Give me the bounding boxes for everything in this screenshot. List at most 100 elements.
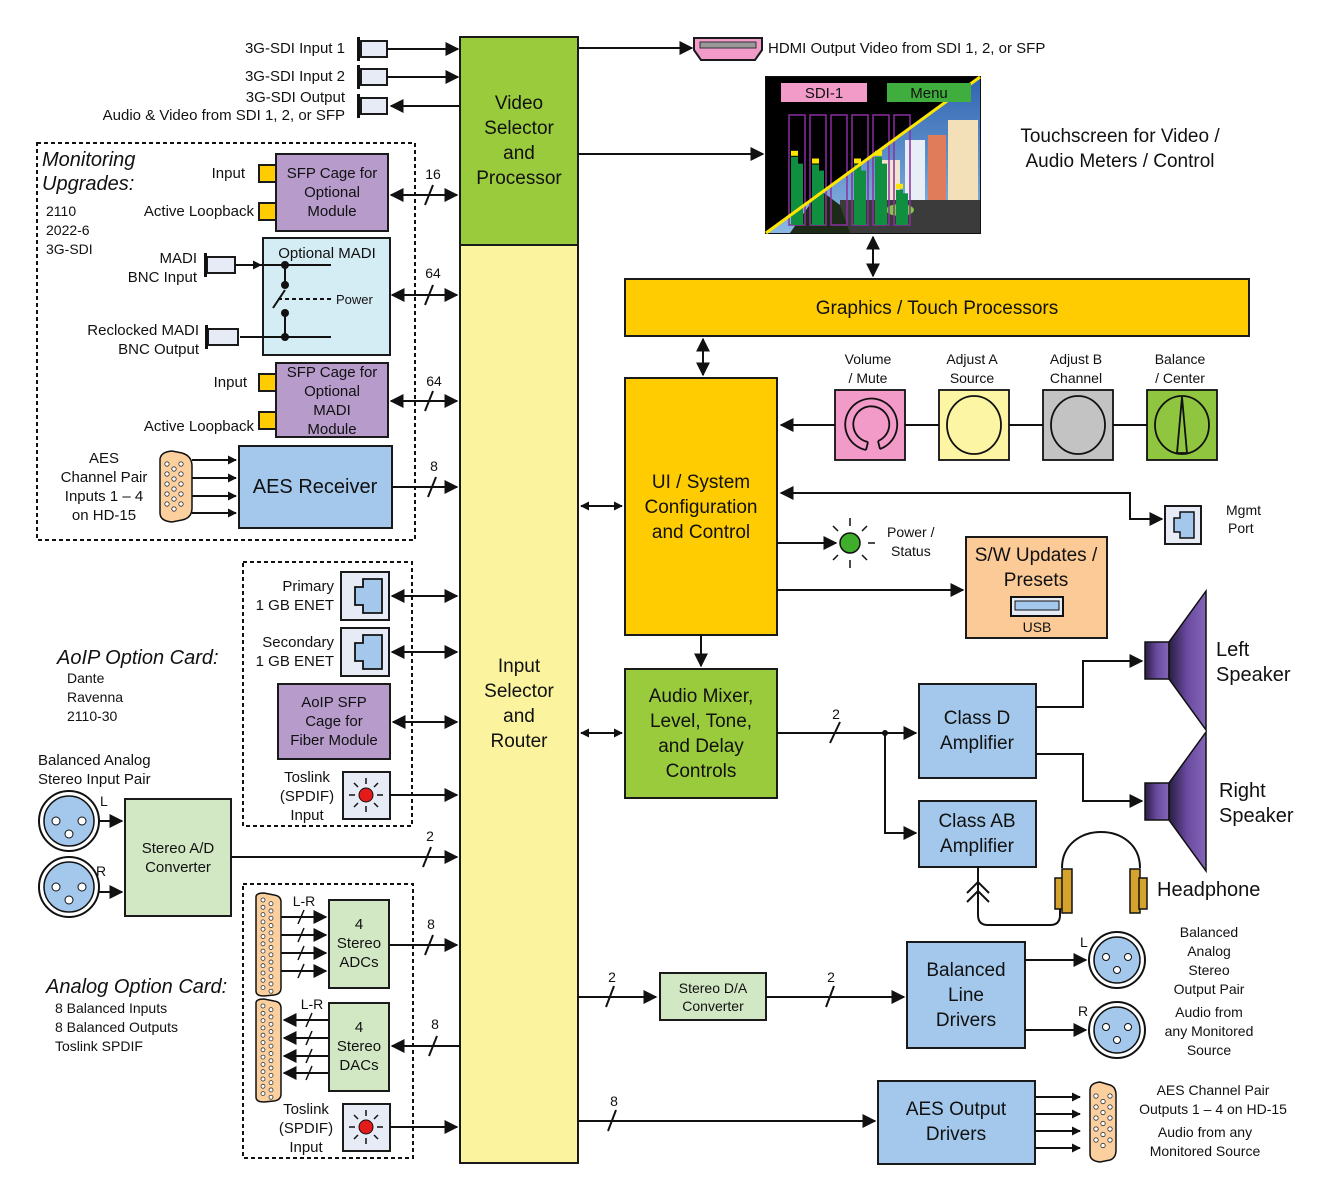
menu-button[interactable] [887, 83, 971, 102]
dac-label-3: DACs [339, 1057, 378, 1074]
control-label-1: Adjust A [946, 351, 998, 367]
aoip-toslink-optical-icon[interactable] [342, 771, 391, 820]
madi-power-label: Power [336, 292, 374, 307]
sw-updates-block [965, 536, 1108, 639]
stereo-da-converter-block [659, 972, 767, 1021]
mixer-bus-width: 2 [832, 706, 840, 722]
svg-text:Input: Input [498, 656, 541, 677]
pin [268, 915, 274, 921]
meter-level-bar [875, 156, 882, 225]
pin [1107, 1104, 1113, 1110]
control-label-2: Source [950, 370, 995, 386]
secondary-enet-label-2: 1 GB ENET [256, 653, 334, 670]
pin [260, 1062, 266, 1067]
control-knobs: Volume/ Mute Adjust A Source Adjust BChanne… [834, 351, 1218, 461]
sfp1-label-2: Optional [304, 184, 360, 201]
audio-mixer-label-4: Controls [666, 761, 737, 782]
monitoring-title-2: Upgrades: [42, 173, 134, 195]
sfp2-loopback-port[interactable] [258, 411, 278, 430]
pin [1107, 1137, 1113, 1143]
madi-bnc-output-icon[interactable] [205, 325, 239, 349]
pin [268, 966, 274, 972]
control-balance-knob[interactable]: Balance/ Center [1146, 351, 1218, 461]
pin [268, 1029, 274, 1034]
pin [171, 506, 177, 512]
sdi-1-button[interactable] [781, 83, 867, 102]
secondary-ethernet-port-icon[interactable] [340, 627, 390, 677]
sw-updates-label-1: S/W Updates / [975, 545, 1098, 566]
analog-item-inputs: 8 Balanced Inputs [55, 1000, 167, 1016]
mgmt-port-icon[interactable] [1164, 505, 1202, 545]
pin [260, 941, 266, 947]
dac-label-1: 4 [355, 1019, 363, 1036]
primary-ethernet-port-icon[interactable] [340, 571, 390, 621]
sfp2-input-port[interactable] [258, 373, 278, 392]
pin [268, 937, 274, 943]
svg-text:Output Pair: Output Pair [1174, 981, 1245, 997]
stereo-da-label-1: Stereo D/A [679, 980, 748, 996]
pin [1107, 1126, 1113, 1132]
pin [268, 1036, 274, 1042]
aes-output-drivers-block [877, 1080, 1036, 1165]
mgmt-port-label-2: Port [1228, 520, 1254, 536]
svg-text:Source: Source [1187, 1042, 1232, 1058]
control-volume-knob[interactable]: Volume/ Mute [834, 351, 906, 461]
xlr-output-l-icon[interactable] [1088, 931, 1146, 989]
pin [268, 1043, 274, 1049]
format-2022-6: 2022-6 [46, 222, 90, 238]
hd15-output-connector-icon[interactable] [1089, 1081, 1117, 1163]
svg-text:AES Channel Pair: AES Channel Pair [1157, 1082, 1270, 1098]
adc-label-3: ADCs [339, 954, 378, 971]
analog-item-toslink: Toslink SPDIF [55, 1038, 143, 1054]
sfp1-input-port[interactable] [258, 164, 278, 183]
da-out-bus-width: 2 [827, 969, 835, 985]
sdi-input-2: 3G-SDI Input 2 [245, 65, 460, 89]
analog-toslink-optical-icon[interactable] [342, 1103, 391, 1152]
usb-port-icon[interactable] [1010, 596, 1064, 617]
svg-text:and: and [503, 706, 535, 727]
graphics-touch-processors-block [624, 278, 1250, 337]
sfp2-label-1: SFP Cage for [287, 364, 378, 381]
pin [171, 466, 177, 472]
line-drivers-label-3: Drivers [936, 1010, 996, 1031]
db25-output-connector-icon[interactable] [255, 998, 282, 1103]
analog-card-box [242, 883, 414, 1159]
aes-output-description: AES Channel Pair Outputs 1 – 4 on HD-15 … [1139, 1082, 1287, 1159]
pin [178, 491, 184, 497]
balance-knob-icon [1154, 395, 1210, 455]
hdmi-connector-icon [693, 37, 763, 61]
xlr-input-l-icon[interactable] [38, 790, 100, 852]
sfp1-loopback-port[interactable] [258, 202, 278, 221]
format-2110: 2110 [46, 203, 76, 219]
svg-text:Router: Router [490, 731, 548, 752]
madi-in-label-2: BNC Input [128, 269, 198, 286]
aes-output-label-2: Drivers [926, 1124, 986, 1145]
xlr-output-r-icon[interactable] [1088, 1001, 1146, 1059]
analog-toslink-label-2: (SPDIF) [279, 1120, 333, 1137]
db25-input-connector-icon[interactable] [255, 892, 282, 997]
sdi-input-2-label: 3G-SDI Input 2 [245, 68, 345, 85]
power-status-label-2: Status [891, 543, 931, 559]
xlr-input-r-icon[interactable] [38, 856, 100, 918]
meter-level-bar [812, 164, 819, 225]
svg-text:Monitored Source: Monitored Source [1150, 1143, 1261, 1159]
madi-out-label-2: BNC Output [118, 341, 200, 358]
pin [260, 985, 266, 990]
hd15-input-connector-icon[interactable] [159, 450, 193, 523]
video-selector-label: Video Selector and Processor [476, 93, 562, 189]
stereo-da-label-2: Converter [682, 998, 744, 1014]
ui-system-label-1: UI / System [652, 472, 750, 493]
pin [178, 501, 184, 507]
pin [260, 897, 266, 903]
aoip-sfp-label-2: Cage for [305, 713, 363, 730]
svg-text:Audio from any: Audio from any [1158, 1124, 1252, 1140]
madi-bnc-input-icon[interactable] [204, 253, 236, 277]
touchscreen: SDI-1 Menu [765, 75, 981, 235]
class-ab-label-1: Class AB [938, 811, 1015, 832]
pin [1093, 1093, 1099, 1099]
da-in-bus-width: 2 [608, 969, 616, 985]
sfp2-bus-width: 64 [426, 373, 442, 389]
pin [268, 1072, 274, 1078]
control-adjust-a-knob[interactable]: Adjust A Source [938, 351, 1010, 461]
